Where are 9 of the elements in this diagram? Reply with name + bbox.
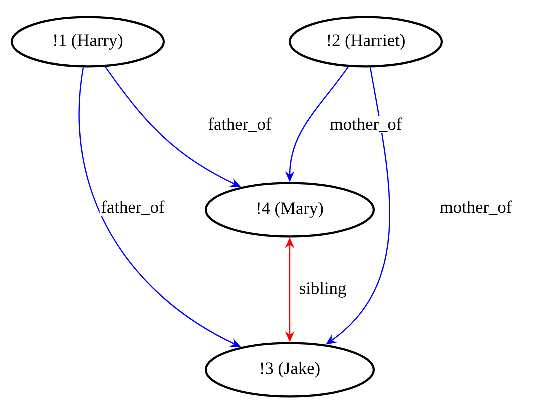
edge-label: mother_of (328, 116, 404, 134)
ellipse-node: !3 (Jake) (204, 342, 376, 398)
ellipse-node: !2 (Harriet) (288, 16, 444, 68)
edge-label: father_of (206, 116, 274, 134)
edge-label: father_of (100, 199, 166, 217)
ellipse-node: !1 (Harry) (10, 16, 166, 68)
edge-label: mother_of (438, 199, 514, 217)
ellipse-node: !4 (Mary) (204, 182, 376, 238)
edge-label: sibling (298, 280, 348, 300)
